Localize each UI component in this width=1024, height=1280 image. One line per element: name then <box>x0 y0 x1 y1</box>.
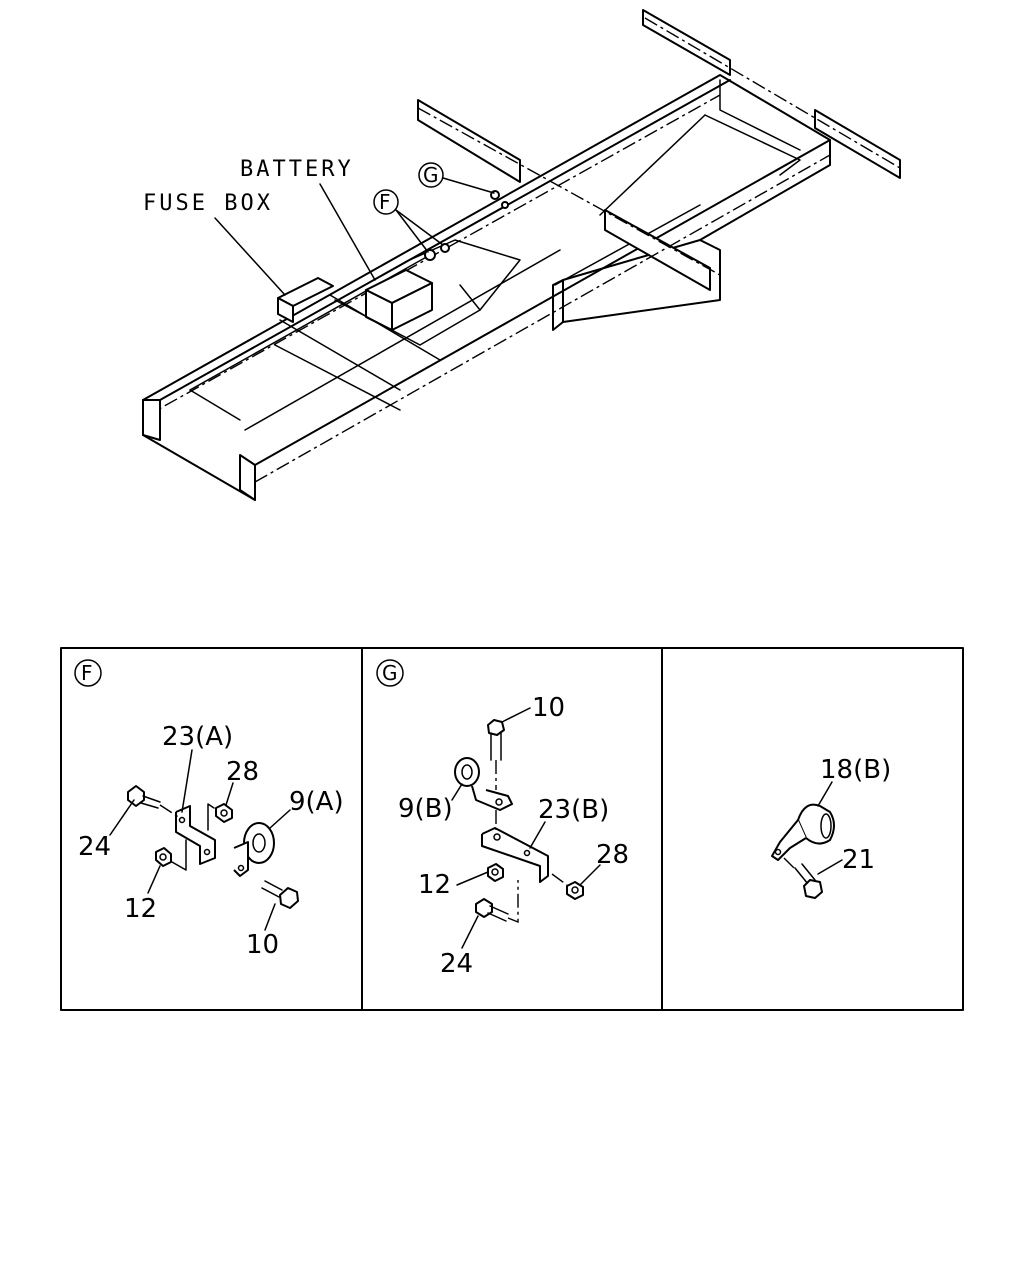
panel-3: 18(B) 21 <box>771 755 891 899</box>
panel-g-marker <box>376 659 404 687</box>
panel-f-id: F <box>81 661 93 685</box>
detail-g-marker <box>418 162 444 188</box>
battery-label: BATTERY <box>240 157 354 182</box>
callout-9b: 9(B) <box>398 794 453 824</box>
callout-9a: 9(A) <box>289 787 344 817</box>
callout-21: 21 <box>842 845 875 875</box>
detail-f-marker-label: F <box>379 190 391 214</box>
overview-callouts: BATTERY FUSE BOX F G <box>143 157 495 296</box>
fuse-box-label: FUSE BOX <box>143 191 273 216</box>
chassis-frame-drawing <box>142 9 901 501</box>
panel-g: G 10 9(B) 23(B) <box>376 659 629 979</box>
callout-24: 24 <box>78 832 111 862</box>
panel-f-marker <box>74 659 102 687</box>
detail-panels <box>60 647 964 1011</box>
callout-23a: 23(A) <box>162 722 233 752</box>
callout-23b: 23(B) <box>538 795 609 825</box>
detail-g-marker-label: G <box>423 163 439 187</box>
callout-12: 12 <box>124 894 157 924</box>
callout-28-g: 28 <box>596 840 629 870</box>
callout-10-g: 10 <box>532 693 565 723</box>
panel-f: F 23(A) 28 9(A) <box>74 659 344 960</box>
callout-24-g: 24 <box>440 949 473 979</box>
callout-10: 10 <box>246 930 279 960</box>
callout-28: 28 <box>226 757 259 787</box>
panel-g-id: G <box>382 661 398 685</box>
callout-12-g: 12 <box>418 870 451 900</box>
callout-18b: 18(B) <box>820 755 891 785</box>
detail-f-marker <box>373 189 399 215</box>
